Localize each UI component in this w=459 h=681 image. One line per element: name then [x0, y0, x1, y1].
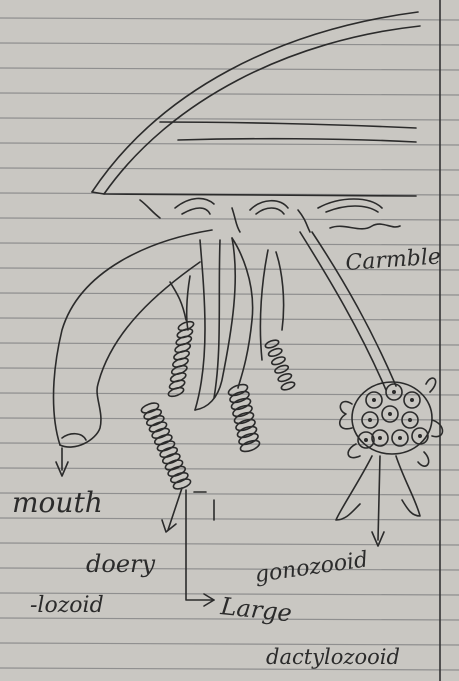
gonozooid-nucleus — [409, 419, 411, 421]
tentacle-coil — [232, 403, 254, 418]
rule-line — [0, 443, 459, 445]
gonozooid-nucleus — [389, 413, 391, 415]
gonozooid-cluster — [336, 378, 443, 546]
rule-line — [0, 168, 459, 170]
tentacle-coil — [227, 382, 249, 397]
gonozooid-nucleus — [411, 399, 413, 401]
rule-line — [0, 243, 459, 245]
label-arrows — [162, 488, 214, 606]
gonozooid-nucleus — [399, 437, 401, 439]
gonozooid-nucleus — [379, 437, 381, 439]
label-mouth: mouth — [12, 486, 103, 519]
gonozooid-nucleus — [365, 439, 367, 441]
rule-line — [0, 218, 459, 220]
tentacle-coil — [167, 464, 187, 478]
tentacle-coil — [140, 401, 160, 415]
gonozooid-nucleus — [369, 419, 371, 421]
rule-line — [0, 543, 459, 545]
tentacle-coil — [233, 410, 255, 425]
tentacle-coil — [271, 355, 286, 366]
gonozooid-nucleus — [373, 399, 375, 401]
label-dactylozooid: dactylozooid — [266, 645, 400, 669]
tentacle-coil — [145, 414, 165, 428]
label-doery: doery — [86, 550, 155, 578]
tentacle-coil — [280, 381, 295, 392]
coiled-tentacles — [140, 320, 295, 491]
rule-line — [0, 43, 459, 45]
tentacle-coil — [235, 417, 257, 432]
rule-line — [0, 368, 459, 370]
stalk-attachments — [140, 198, 400, 232]
rule-line — [0, 568, 459, 570]
rule-line — [0, 318, 459, 320]
tentacle-coil — [156, 439, 176, 453]
tentacle-coil — [239, 438, 261, 453]
tentacle-coil — [236, 424, 258, 439]
rule-line — [0, 468, 459, 470]
rule-line — [0, 143, 459, 145]
tentacle-coil — [230, 396, 252, 411]
tentacle-coil — [277, 372, 292, 383]
tentacle-coil — [169, 471, 189, 485]
rule-line — [0, 93, 459, 95]
tentacle-coil — [164, 458, 184, 472]
label-carmble: Carmble — [345, 244, 442, 276]
gonozooid-nucleus — [393, 391, 395, 393]
rule-line — [0, 293, 459, 295]
label-gonozooid: gonozooid — [253, 547, 369, 588]
tentacle-coil — [148, 420, 168, 434]
label-large: Large — [218, 592, 293, 627]
label-lozoid: -lozoid — [30, 593, 104, 618]
gonozooid-nucleus — [419, 435, 421, 437]
tentacle-coil — [159, 445, 179, 459]
rule-line — [0, 18, 459, 20]
tentacle-coil — [161, 452, 181, 466]
notebook-rules — [0, 18, 459, 670]
tentacle-coil — [229, 389, 251, 404]
tentacle-coil — [151, 426, 171, 440]
tentacle-coil — [153, 433, 173, 447]
gastrozooid — [54, 230, 213, 476]
rule-line — [0, 118, 459, 120]
tentacle-coil — [268, 347, 283, 358]
rule-line — [0, 418, 459, 420]
